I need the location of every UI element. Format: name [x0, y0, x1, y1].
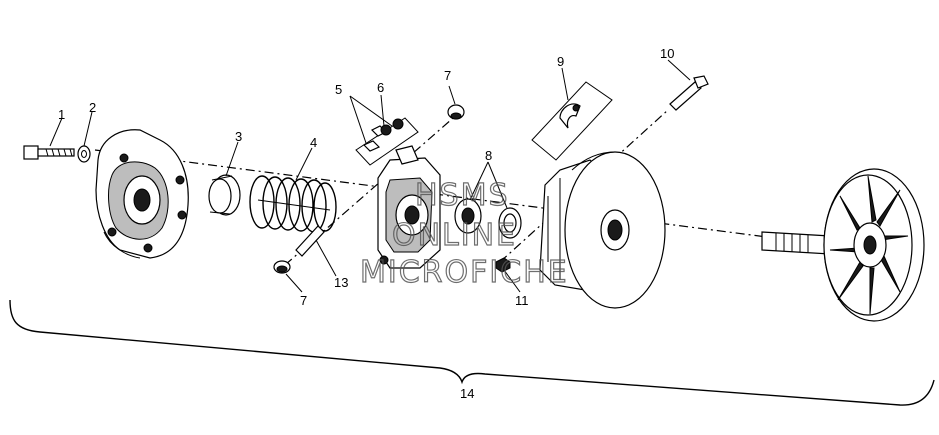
watermark-line-2: ONLINE: [392, 218, 517, 253]
centre-axis: [94, 149, 791, 241]
callout-3: 3: [235, 129, 242, 144]
callout-5: 5: [335, 82, 342, 97]
weights-part-5-6: [355, 117, 419, 166]
callout-10: 10: [660, 46, 674, 61]
watermark: HSMS ONLINE MICROFICHE: [359, 177, 569, 290]
bushing-part-3: [208, 174, 241, 216]
clip-part-9: [531, 81, 613, 161]
watermark-line-1: HSMS: [415, 178, 510, 213]
cover-plate: [95, 129, 189, 259]
callout-4: 4: [310, 135, 317, 150]
leader-lines: [49, 59, 691, 293]
cap-part-7-upper: [447, 104, 465, 120]
callout-14: 14: [460, 386, 474, 401]
callout-11: 11: [515, 293, 529, 308]
pin-part-13: [273, 225, 325, 274]
spider-housing: [377, 145, 441, 269]
watermark-line-3: MICROFICHE: [360, 255, 569, 290]
washer-part-2: [77, 145, 91, 163]
callout-7-lower: 7: [300, 293, 307, 308]
bolt-part-10: [669, 75, 709, 111]
callout-6: 6: [377, 80, 384, 95]
callout-13: 13: [334, 275, 348, 290]
assembly-bracket: [9, 299, 935, 406]
nut-part-11: [495, 257, 511, 273]
callout-8: 8: [485, 148, 492, 163]
callout-7-upper: 7: [444, 68, 451, 83]
fixed-sheave-fan: [761, 168, 925, 322]
moveable-sheave: [539, 151, 666, 309]
spring-part-4: [249, 175, 337, 233]
callout-1: 1: [58, 107, 65, 122]
roller-part-8: [454, 198, 522, 239]
callout-2: 2: [89, 100, 96, 115]
bolt-part-1: [23, 145, 75, 160]
callout-9: 9: [557, 54, 564, 69]
